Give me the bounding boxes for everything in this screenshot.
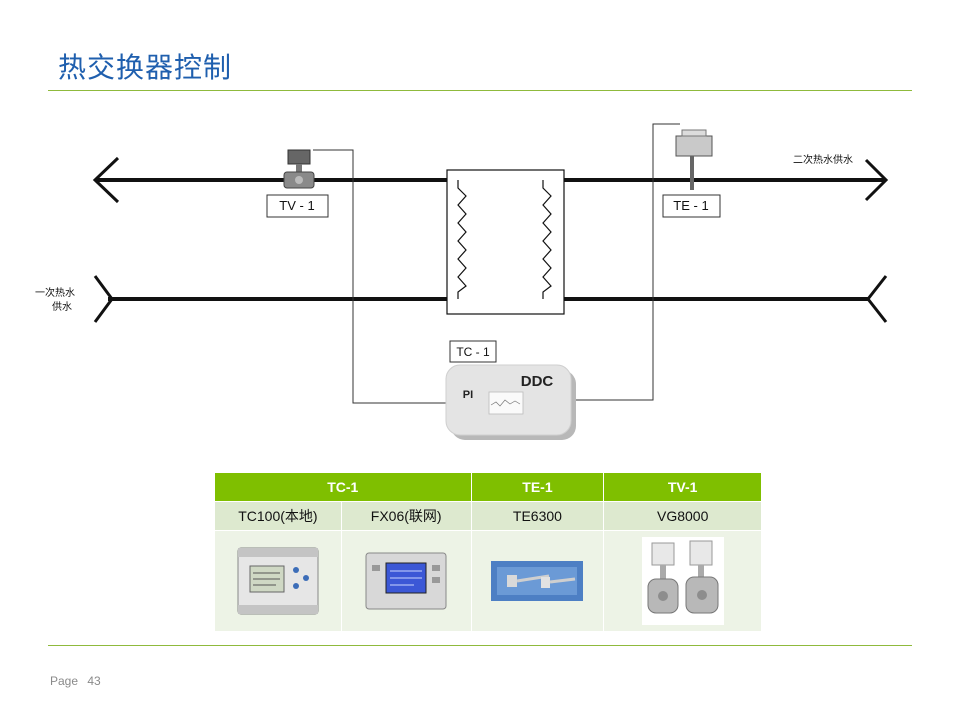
secondary-supply-label: 二次热水供水 <box>793 153 853 166</box>
tc-tag-box <box>449 340 497 363</box>
primary-supply-label-line2: 供水 <box>52 300 72 313</box>
control-wiring <box>313 123 680 404</box>
page-number: 43 <box>87 674 101 688</box>
equipment-table: TC-1 TE-1 TV-1 TC100(本地) FX06(联网) TE6300… <box>214 472 762 632</box>
secondary-pipe <box>92 156 889 204</box>
primary-supply-label-line1: 一次热水 <box>35 286 75 299</box>
tv-tag-box <box>266 194 329 218</box>
tc100-controller-icon <box>237 547 319 615</box>
ddc-controller <box>445 364 576 440</box>
page-footer: Page 43 <box>50 674 107 688</box>
ddc-label: DDC <box>521 373 554 390</box>
heat-exchanger <box>446 169 565 315</box>
header-tv1: TV-1 <box>603 472 762 502</box>
page-title: 热交换器控制 <box>58 51 233 84</box>
picture-cell-fx06 <box>340 530 472 632</box>
table-row-pictures <box>214 530 762 632</box>
tc-tag-label: TC - 1 <box>456 345 490 359</box>
control-valve-icon <box>283 149 315 189</box>
te6300-sensor-icon <box>491 561 584 601</box>
title-divider <box>48 90 912 91</box>
vg8000-valve-icon <box>641 537 724 625</box>
fx06-controller-icon <box>365 552 447 610</box>
te-tag-box <box>662 194 721 218</box>
model-vg8000: VG8000 <box>603 501 762 531</box>
model-fx06: FX06(联网) <box>340 501 472 531</box>
pi-label: PI <box>463 389 473 401</box>
picture-cell-tc100 <box>214 530 342 632</box>
model-te6300: TE6300 <box>470 501 605 531</box>
table-row-models: TC100(本地) FX06(联网) TE6300 VG8000 <box>214 501 762 531</box>
heat-exchanger-diagram: TV - 1 TE - 1 二次热水供水 一次热水 供水 TC - 1 DDC … <box>35 123 889 440</box>
footer-divider <box>48 645 912 646</box>
table-header-row: TC-1 TE-1 TV-1 <box>214 472 762 502</box>
picture-cell-vg8000 <box>603 530 762 632</box>
tv-tag-label: TV - 1 <box>279 198 314 213</box>
footer-label: Page <box>50 674 79 688</box>
te-tag-label: TE - 1 <box>673 198 708 213</box>
temperature-sensor-icon <box>675 129 713 190</box>
model-tc100: TC100(本地) <box>214 501 342 531</box>
primary-pipe <box>93 275 888 323</box>
picture-cell-te6300 <box>470 530 605 632</box>
header-tc1: TC-1 <box>214 472 472 502</box>
header-te1: TE-1 <box>470 472 605 502</box>
